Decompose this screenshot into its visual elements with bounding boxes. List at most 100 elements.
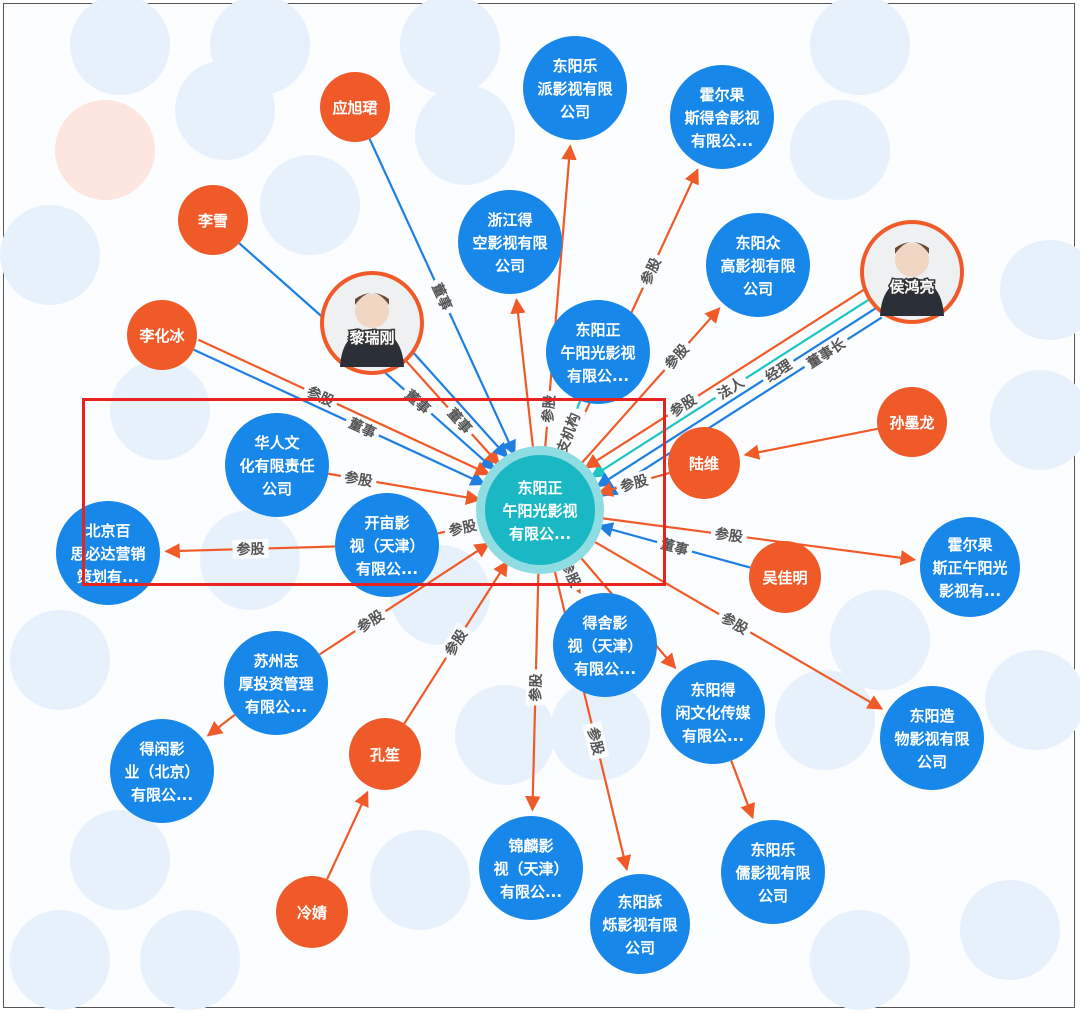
node-label: 霍尔果 <box>947 536 993 554</box>
edge-center-zhonggao[interactable] <box>575 307 721 470</box>
edge-label-group: 参股 <box>582 721 610 761</box>
edge-huahong-center[interactable] <box>584 288 865 469</box>
node-label: 李化冰 <box>138 327 185 345</box>
node-label: 影视有... <box>939 582 1001 600</box>
edge-szzh-dxyy[interactable] <box>206 713 236 737</box>
node-label: 有限公... <box>682 727 744 745</box>
node-label: 有限公... <box>131 786 193 804</box>
person-node[interactable]: 侯鸿亮 <box>860 220 964 324</box>
ghost-node <box>790 100 890 200</box>
edge-label-bg <box>342 411 383 444</box>
edge-label-bg <box>300 380 341 413</box>
edge-label-group: 董事 <box>342 411 383 444</box>
edge-label-bg <box>398 382 438 421</box>
node-label: 闲文化传媒 <box>675 704 751 722</box>
edge-label-bg <box>438 622 474 663</box>
node-label: 思必达营销 <box>70 545 145 563</box>
edge-label-bg <box>525 669 546 706</box>
person-node[interactable]: 冷婧 <box>276 876 348 948</box>
person-node[interactable]: 李雪 <box>178 185 248 255</box>
node-label: 视（天津） <box>349 537 424 555</box>
company-node[interactable]: 东阳得闲文化传媒有限公... <box>661 660 765 764</box>
edge-label-bg <box>634 250 667 292</box>
edge-label: 参股 <box>527 672 545 701</box>
edge-label-bg <box>710 370 751 406</box>
edge-label-group: 董事 <box>398 382 438 421</box>
edge-label-bg <box>714 605 756 641</box>
node-label: 物影视有限 <box>894 730 969 748</box>
edge-lj-ks[interactable] <box>326 790 369 880</box>
company-node[interactable]: 苏州志厚投资管理有限公... <box>224 631 328 735</box>
company-node[interactable]: 得舍影视（天津）有限公... <box>553 593 657 697</box>
ghost-node <box>985 650 1080 750</box>
node-label: 公司 <box>625 939 655 957</box>
company-node[interactable]: 北京百思必达营销策划有... <box>56 501 160 605</box>
edge-label-bg <box>758 352 799 389</box>
node-label: 陆维 <box>689 455 719 473</box>
node-label: 业（北京） <box>124 763 199 781</box>
person-node[interactable]: 吴佳明 <box>749 541 821 613</box>
center-node[interactable]: 东阳正午阳光影视有限公... <box>476 446 604 574</box>
edge-label: 参股 <box>343 469 374 491</box>
edge-label-group: 董事 <box>425 276 459 318</box>
edge-center-zjdk[interactable] <box>510 298 535 456</box>
node-label: 有限公... <box>356 560 418 578</box>
node-label: 东阳乐 <box>552 57 597 75</box>
ghost-node <box>990 370 1080 470</box>
edge-label-bg <box>657 336 696 377</box>
edge-sml-luwei[interactable] <box>743 427 878 460</box>
edge-label-bg <box>614 468 654 498</box>
node-label: 东阳造 <box>909 707 954 725</box>
avatar-photo-icon <box>340 293 404 367</box>
person-node[interactable]: 孙墨龙 <box>877 387 947 457</box>
edge-center-hegzw[interactable] <box>594 516 917 566</box>
node-label: 黎瑞刚 <box>349 329 394 347</box>
ghost-node <box>1000 240 1080 340</box>
node-label: 斯正午阳光 <box>932 559 1007 577</box>
edge-huahong-center[interactable] <box>596 307 877 488</box>
company-node[interactable]: 霍尔果斯得舍影视有限公... <box>670 65 774 169</box>
edge-label: 参股 <box>714 525 745 546</box>
company-node[interactable]: 得闲影业（北京）有限公... <box>110 719 214 823</box>
edge-szzh-center[interactable] <box>318 542 491 656</box>
node-label: 开亩影 <box>364 514 409 532</box>
edge-line <box>318 542 491 656</box>
edge-lhb-center[interactable] <box>197 338 491 476</box>
person-node[interactable]: 应旭珺 <box>320 72 390 142</box>
person-node[interactable]: 孔笙 <box>349 718 421 790</box>
ghost-node <box>415 85 515 185</box>
person-node[interactable]: 黎瑞刚 <box>320 271 424 375</box>
edge-label: 参股 <box>447 517 479 540</box>
ghost-node <box>175 60 275 160</box>
edge-line <box>743 427 878 460</box>
edge-label-group: 参股 <box>614 468 654 498</box>
edge-label-group: 参股 <box>525 669 546 706</box>
node-label: 吴佳明 <box>762 569 807 587</box>
company-node[interactable]: 霍尔果斯正午阳光影视有... <box>920 517 1020 617</box>
ghost-node <box>370 830 470 930</box>
company-node[interactable]: 锦麟影视（天津）有限公... <box>479 816 583 920</box>
ghost-node <box>200 510 300 610</box>
person-node[interactable]: 李化冰 <box>127 300 197 370</box>
node-label: 北京百 <box>85 522 130 540</box>
edge-line <box>594 516 917 566</box>
person-node[interactable]: 陆维 <box>668 427 740 499</box>
edge-line <box>197 338 491 476</box>
node-label: 冷婧 <box>297 904 327 922</box>
edge-dydx-leru[interactable] <box>730 760 755 820</box>
company-node[interactable]: 东阳正午阳光影视有限公... <box>546 300 650 404</box>
edge-lirg-center[interactable] <box>412 352 509 459</box>
edge-lhb-center[interactable] <box>193 348 487 486</box>
node-label: 华人文 <box>254 434 300 452</box>
edge-line <box>584 288 865 469</box>
edge-label-bg <box>350 603 391 639</box>
